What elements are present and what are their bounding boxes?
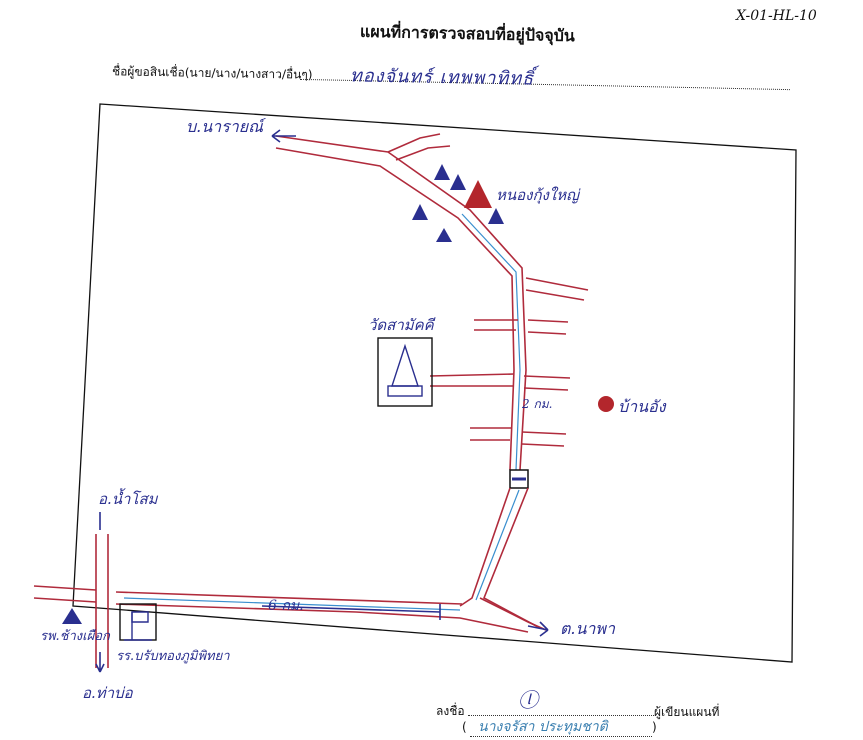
label-6km: 6 กม. (268, 598, 304, 614)
road-south-center (475, 489, 520, 601)
red-triangle-icon (464, 180, 492, 208)
label-narai: บ.นารายณ์ (186, 117, 266, 136)
road-north (275, 133, 527, 471)
label-hospital: รพ.ช้างเผือก (40, 629, 111, 644)
tree-icons (62, 164, 504, 624)
house-marker-icon (598, 396, 614, 412)
temple-icon (377, 337, 433, 407)
label-school: รร.บรับทองภูมิพิทยา (116, 649, 230, 664)
document-code: X-01-HL-10 (736, 8, 817, 24)
road-south (459, 487, 547, 631)
signer-dotted-line (470, 736, 652, 737)
road-east-west-center (123, 597, 461, 611)
label-temple: วัดสามัคคี (368, 316, 436, 334)
school-icon (119, 603, 157, 641)
road-left-vertical (95, 534, 109, 668)
signature-dotted-line (468, 715, 654, 716)
sign-label: ลงชื่อ (436, 704, 465, 718)
road-east-west (33, 585, 529, 633)
signer-paren-open: ( (462, 720, 467, 734)
label-namsom: อ.น้ำโสม (98, 488, 159, 508)
role-label: ผู้เขียนแผนที่ (654, 705, 720, 719)
label-nongkhon: หนองกุ้งใหญ่ (496, 186, 581, 204)
label-house: บ้านอัง (618, 397, 667, 416)
signature-mark: ⓛ (518, 688, 538, 712)
signer-name-stamp: นางจรัสา ประทุมชาติ (478, 719, 608, 735)
side-streets (429, 277, 589, 447)
bridge-marker (509, 469, 529, 489)
label-thabo: อ.ท่าบ่อ (82, 684, 134, 702)
direction-arrows (95, 129, 549, 673)
label-napha: ต.นาพา (560, 619, 616, 638)
map-frame (72, 103, 797, 663)
road-north-center (461, 213, 521, 471)
label-2km: 2 กม. (521, 397, 552, 411)
signer-paren-close: ) (652, 720, 657, 734)
